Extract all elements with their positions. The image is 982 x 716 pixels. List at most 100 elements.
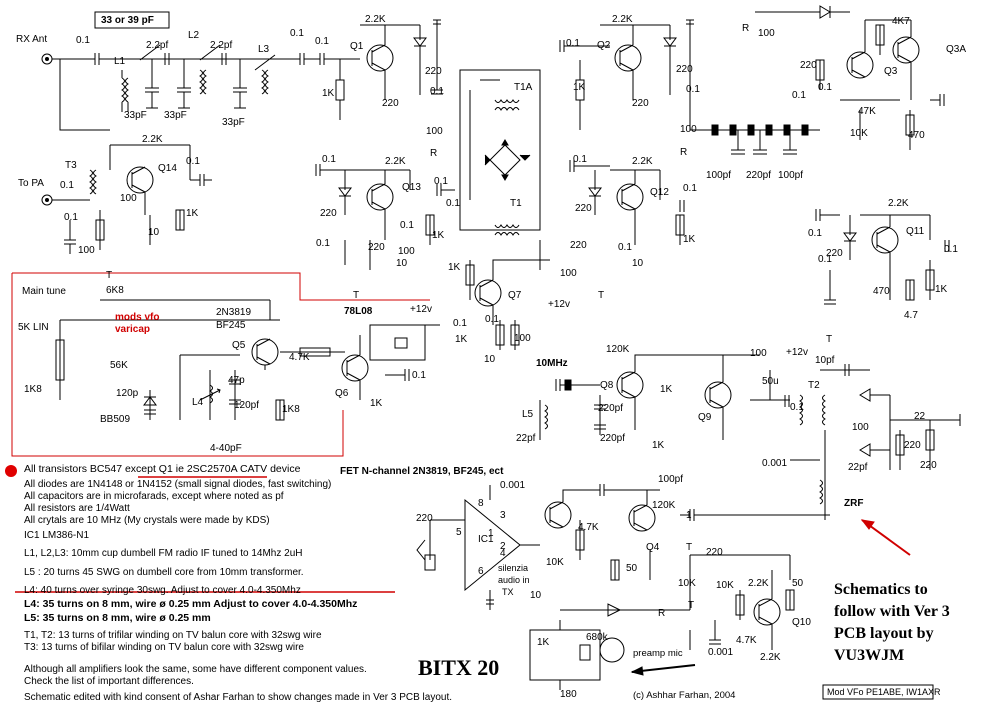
component-value-label: 1K — [448, 262, 461, 273]
component-value-label: 1K — [370, 398, 383, 409]
component-value-label: 8 — [478, 498, 484, 509]
note-line: IC1 LM386-N1 — [24, 530, 90, 541]
component-value-label: 180 — [560, 689, 577, 700]
component-value-label: 0.1 — [430, 86, 444, 97]
component-value-label: 10 — [530, 590, 542, 601]
note-line: L1, L2,L3: 10mm cup dumbell FM radio IF … — [24, 548, 303, 559]
component-value-label: 1K — [432, 230, 445, 241]
component-value-label: 2.2K — [385, 156, 406, 167]
component-value-label: 47K — [858, 106, 876, 117]
component-value-label: 0.1 — [76, 35, 90, 46]
component-value-label: 220pf — [746, 170, 772, 181]
component-value-label: 0.1 — [944, 244, 958, 255]
component-value-label: Q12 — [650, 187, 669, 198]
component-value-label: R — [658, 608, 666, 619]
component-value-label: Q6 — [335, 388, 349, 399]
component-value-label: 0.1 — [485, 314, 499, 325]
component-value-label: 0.1 — [322, 154, 336, 165]
component-value-label: T2 — [808, 380, 820, 391]
component-value-label: L3 — [258, 44, 270, 55]
note-line: T3: 13 turns of bifilar winding on TV ba… — [24, 642, 304, 653]
component-value-label: 680k — [586, 632, 608, 643]
cap-value-box-label: 33 or 39 pF — [101, 15, 154, 26]
component-value-label: 220pf — [598, 403, 624, 414]
silenzia-label-1: silenzia — [498, 563, 529, 573]
component-value-label: 4.7K — [578, 522, 599, 533]
component-value-label: T3 — [65, 160, 77, 171]
component-value-label: 0.001 — [762, 458, 788, 469]
component-value-label: 100 — [514, 333, 531, 344]
fet-note: FET N-channel 2N3819, BF245, ect — [340, 466, 504, 477]
component-value-label: 1K — [652, 440, 665, 451]
component-value-label: +12v — [410, 304, 432, 315]
component-value-label: 220pf — [600, 433, 626, 444]
component-value-label: 220 — [826, 248, 843, 259]
note-line: All diodes are 1N4148 or 1N4152 (small s… — [24, 479, 332, 490]
component-value-label: Q11 — [906, 226, 925, 237]
component-value-label: BF245 — [216, 320, 246, 331]
component-value-label: 220 — [920, 460, 937, 471]
mod-note-line-1: mods vfo — [115, 312, 160, 323]
component-value-label: 220 — [382, 98, 399, 109]
component-value-label: 4 — [500, 548, 506, 559]
component-value-label: 100pf — [706, 170, 732, 181]
component-value-label: Q3A — [946, 44, 967, 55]
component-value-label: 2.2K — [748, 578, 769, 589]
component-value-label: 0.1 — [186, 156, 200, 167]
preamp-mic-label: preamp mic — [633, 648, 683, 659]
component-value-label: 2.2K — [365, 14, 386, 25]
component-value-label: 100 — [426, 126, 443, 137]
component-value-label: 220 — [676, 64, 693, 75]
copyright-label: (c) Ashhar Farhan, 2004 — [633, 690, 736, 701]
component-value-label: 220 — [570, 240, 587, 251]
component-value-label: 10pf — [815, 355, 835, 366]
component-value-label: 6K8 — [106, 285, 124, 296]
component-value-label: Q7 — [508, 290, 522, 301]
note-line: Schematic edited with kind consent of As… — [24, 692, 453, 703]
component-value-label: 100 — [852, 422, 869, 433]
component-value-label: 1K8 — [24, 384, 42, 395]
component-value-label: 220 — [575, 203, 592, 214]
note-line: T1, T2: 13 turns of trifilar winding on … — [24, 630, 322, 641]
component-value-label: 22pf — [516, 433, 536, 444]
component-value-label: 4-40pF — [210, 443, 242, 454]
silenzia-label-2: audio in — [498, 575, 530, 585]
component-value-label: Q9 — [698, 412, 712, 423]
component-value-label: 1 — [488, 528, 494, 539]
component-value-label: 0.1 — [808, 228, 822, 239]
component-value-label: 220 — [368, 242, 385, 253]
note-line: L4: 40 turns over syringe 30swg. Adjust … — [24, 585, 301, 596]
component-value-label: 120K — [606, 344, 630, 355]
component-value-label: 0.1 — [400, 220, 414, 231]
component-value-label: +12v — [548, 299, 570, 310]
component-value-label: Q5 — [232, 340, 246, 351]
component-value-label: 10 — [632, 258, 644, 269]
note-line: Although all amplifiers look the same, s… — [24, 664, 367, 675]
component-value-label: 2.2K — [142, 134, 163, 145]
component-value-label: Q8 — [600, 380, 614, 391]
component-value-label: T1 — [510, 198, 522, 209]
component-value-label: L2 — [188, 30, 200, 41]
component-value-label: Q2 — [597, 40, 611, 51]
component-value-label: 0.1 — [566, 38, 580, 49]
component-value-label: L1 — [114, 56, 126, 67]
component-value-label: T — [106, 270, 113, 281]
component-value-label: 1K — [660, 384, 673, 395]
component-value-label: L4 — [192, 397, 204, 408]
component-value-label: R — [680, 147, 688, 158]
component-value-label: R — [742, 23, 750, 34]
component-value-label: 100 — [750, 348, 767, 359]
component-value-label: T — [598, 290, 605, 301]
component-value-label: 0.1 — [453, 318, 467, 329]
component-value-label: 0.001 — [500, 480, 526, 491]
component-value-label: 0.1 — [792, 90, 806, 101]
component-value-label: 220 — [706, 547, 723, 558]
component-value-label: 0.001 — [708, 647, 734, 658]
component-value-label: 0.1 — [434, 176, 448, 187]
credit-label: Mod VFo PE1ABE, IW1AXR — [827, 687, 941, 697]
component-value-label: 50u — [762, 376, 779, 387]
future-note-line-4: VU3WJM — [834, 647, 905, 664]
component-value-label: 4.7 — [904, 310, 918, 321]
component-value-label: 120K — [652, 500, 676, 511]
